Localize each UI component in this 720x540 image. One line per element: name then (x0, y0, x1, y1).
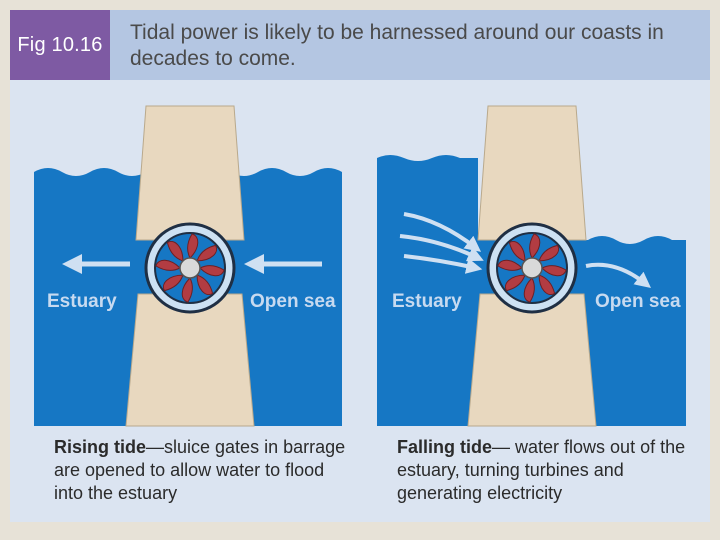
right-open-sea-label: Open sea (595, 291, 681, 312)
falling-tide-caption-text: — water flows out of the estuary, turnin… (397, 437, 686, 503)
right-water-sea (588, 236, 686, 426)
right-barrage-lower (467, 293, 597, 427)
falling-tide-caption-lead: Falling tide (397, 437, 493, 457)
rising-tide-caption-lead: Rising tide (54, 437, 147, 457)
right-flow-arrow-out (585, 262, 651, 288)
rising-tide-panel (34, 105, 342, 427)
right-turbine-icon (486, 222, 578, 314)
right-flow-arrow-middle (399, 234, 484, 262)
slide-title: Tidal power is likely to be harnessed ar… (130, 21, 664, 70)
left-open-sea-label: Open sea (250, 291, 336, 312)
left-estuary-label: Estuary (47, 291, 117, 312)
left-barrage-upper (135, 105, 245, 241)
rising-tide-caption-text: —sluice gates in barrage are opened to a… (54, 437, 346, 503)
right-estuary-label: Estuary (392, 291, 462, 312)
rising-tide-caption: Rising tide—sluice gates in barrage are … (54, 436, 354, 505)
right-water-estuary (377, 155, 478, 426)
left-barrage-lower (125, 293, 255, 427)
right-barrage-upper (477, 105, 587, 241)
figure-label: Fig 10.16 (10, 10, 110, 80)
slide-header: Fig 10.16 Tidal power is likely to be ha… (10, 10, 710, 80)
right-flow-arrow-bottom (403, 254, 483, 274)
falling-tide-panel (377, 105, 686, 427)
right-flow-arrow-top (403, 212, 482, 252)
falling-tide-caption: Falling tide— water flows out of the est… (397, 436, 697, 505)
left-turbine-icon (144, 222, 236, 314)
